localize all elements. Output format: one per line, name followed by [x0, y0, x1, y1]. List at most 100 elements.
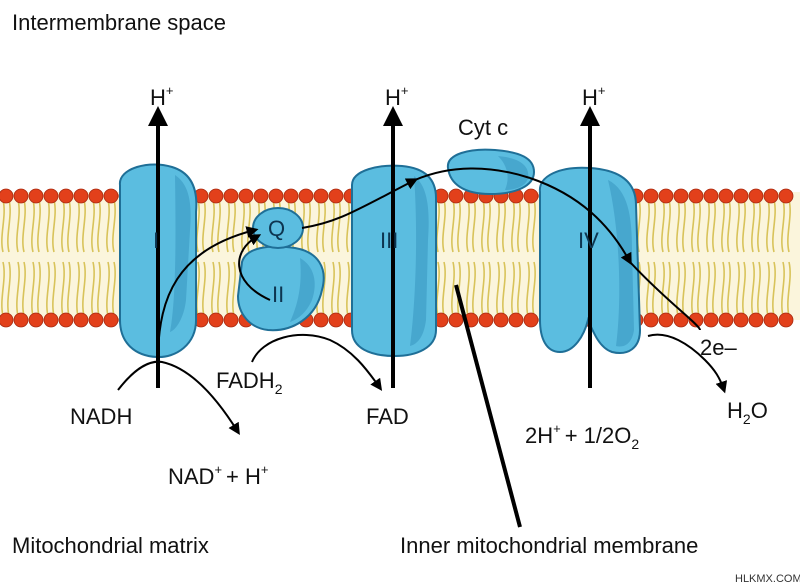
two-electrons-label: 2e–: [700, 335, 737, 360]
lipid-head: [763, 312, 779, 328]
lipid-tail: [496, 199, 500, 253]
lipid-tail: [106, 261, 110, 317]
lipid-tail: [682, 199, 686, 253]
lipid-head: [688, 312, 704, 328]
lipid-head: [673, 312, 689, 328]
lipid-tail: [682, 261, 686, 317]
fadh2-label: FADH2: [216, 368, 283, 397]
lipid-tail: [466, 261, 470, 317]
lipid-tail: [37, 199, 41, 253]
lipid-head: [703, 188, 719, 204]
lipid-tail: [337, 261, 341, 317]
lipid-tail: [112, 199, 116, 253]
lipid-head: [103, 188, 119, 204]
lipid-tail: [712, 261, 716, 317]
lipid-tail: [442, 261, 446, 317]
lipid-tail: [706, 261, 710, 317]
lipid-head: [298, 188, 314, 204]
lipid-tail: [217, 199, 221, 253]
nad-plus-h-label: NAD++ H+: [168, 462, 269, 489]
lipid-head: [508, 312, 524, 328]
lipid-tail: [61, 199, 65, 253]
lipid-tail: [52, 199, 56, 253]
lipid-tail: [226, 261, 230, 317]
lipid-tail: [22, 261, 26, 317]
lipid-tail: [7, 261, 11, 317]
lipid-head: [13, 312, 29, 328]
lipid-head: [13, 188, 29, 204]
h-plus-iv: H+: [582, 83, 605, 110]
lipid-tail: [667, 261, 671, 317]
lipid-tail: [496, 261, 500, 317]
lipid-tail: [697, 199, 701, 253]
lipid-tail: [16, 261, 20, 317]
lipid-tail: [787, 261, 791, 317]
lipid-tail: [16, 199, 20, 253]
lipid-tail: [451, 261, 455, 317]
lipid-tail: [487, 261, 491, 317]
lipid-head: [748, 188, 764, 204]
electron-path-cytc-to-iv: [529, 177, 632, 266]
lipid-head: [778, 188, 794, 204]
lipid-tail: [97, 199, 101, 253]
lipid-tail: [712, 199, 716, 253]
lipid-head: [73, 312, 89, 328]
lipid-tail: [1, 199, 5, 253]
lipid-tail: [322, 199, 326, 253]
complex-ii-label: II: [272, 282, 284, 307]
lipid-tail: [751, 261, 755, 317]
lipid-tail: [472, 261, 476, 317]
lipid-tail: [346, 199, 350, 253]
lipid-head: [763, 188, 779, 204]
lipid-head: [688, 188, 704, 204]
lipid-tail: [67, 261, 71, 317]
lipid-head: [643, 188, 659, 204]
lipid-tail: [46, 199, 50, 253]
lipid-tail: [202, 199, 206, 253]
lipid-tail: [112, 261, 116, 317]
lipid-tail: [757, 199, 761, 253]
electron-path-ii-to-q: [238, 234, 271, 301]
cytochrome-c: [446, 148, 536, 196]
lipid-tail: [232, 261, 236, 317]
lipid-tail: [97, 261, 101, 317]
lipid-head: [658, 312, 674, 328]
lipid-tail: [61, 261, 65, 317]
lipid-tail: [481, 199, 485, 253]
lipid-tail: [766, 261, 770, 317]
lipid-tail: [31, 261, 35, 317]
lipid-head: [28, 188, 44, 204]
electron-path-iv-out: [629, 261, 701, 331]
lipid-head: [658, 188, 674, 204]
lipid-tail: [772, 261, 776, 317]
lipid-head: [733, 312, 749, 328]
lipid-tail: [757, 261, 761, 317]
lipid-tail: [211, 261, 215, 317]
lipid-head: [103, 312, 119, 328]
lipid-tail: [217, 261, 221, 317]
lipid-head: [448, 312, 464, 328]
lipid-head: [58, 312, 74, 328]
lipid-tail: [727, 199, 731, 253]
lipid-tail: [517, 199, 521, 253]
lipid-tail: [316, 199, 320, 253]
lipid-head: [73, 188, 89, 204]
lipid-tail: [247, 199, 251, 253]
lipid-tail: [511, 261, 515, 317]
lipid-head: [0, 188, 14, 204]
lipid-head: [88, 188, 104, 204]
lipid-head: [313, 188, 329, 204]
lipid-tail: [736, 261, 740, 317]
lipid-tail: [457, 199, 461, 253]
lipid-head: [208, 312, 224, 328]
lipid-head: [718, 312, 734, 328]
lipid-head: [328, 312, 344, 328]
electron-path-i-to-q: [157, 226, 259, 353]
lipid-tail: [766, 199, 770, 253]
lipid-tail: [346, 261, 350, 317]
lipid-head: [268, 188, 284, 204]
lipid-tail: [661, 199, 665, 253]
lipid-tail: [82, 261, 86, 317]
lipid-tail: [721, 199, 725, 253]
